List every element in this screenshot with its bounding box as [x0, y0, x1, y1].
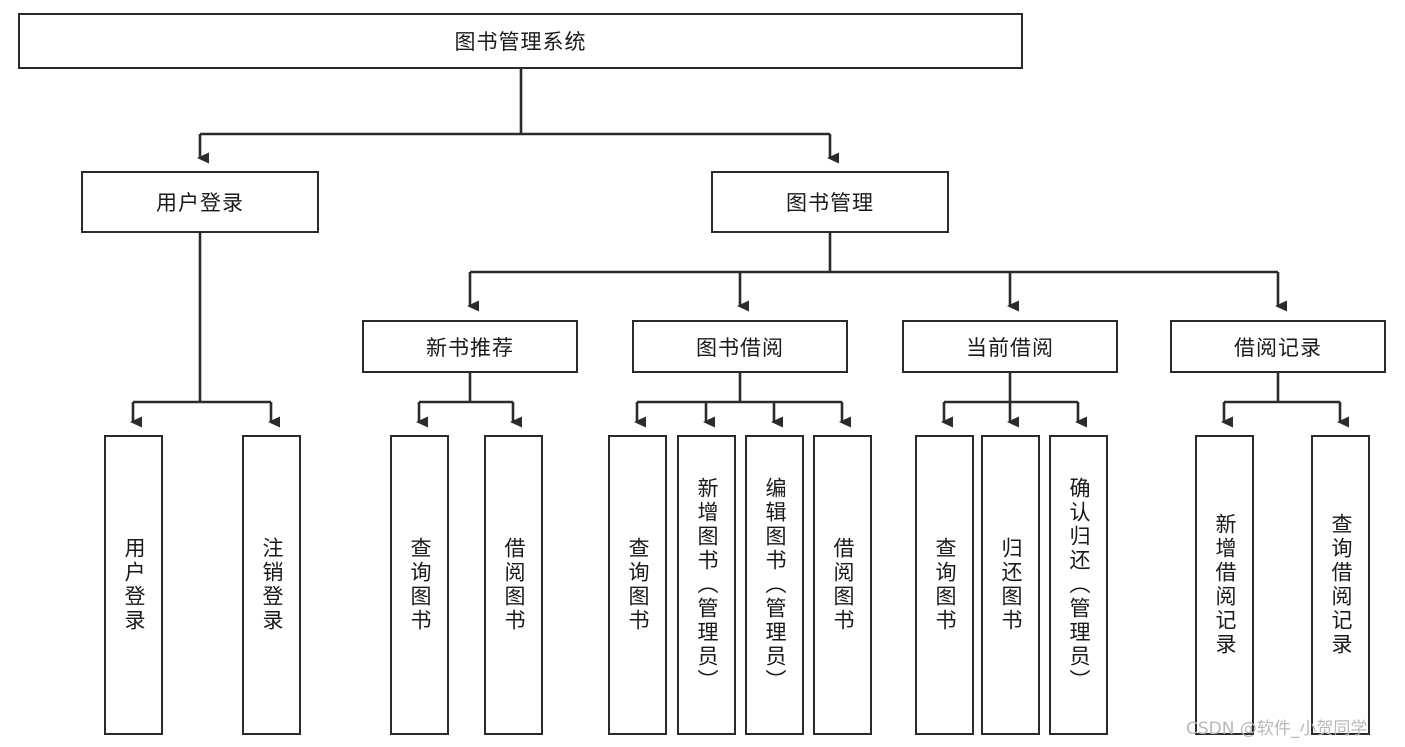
node-book-borrow[interactable]: 图书借阅	[632, 320, 848, 373]
node-label: 图书管理	[786, 191, 874, 215]
leaf-current-return-book[interactable]: 归还图书	[981, 435, 1040, 735]
leaf-record-query-record[interactable]: 查询借阅记录	[1311, 435, 1370, 735]
node-label: 新增图书（管理员）	[695, 477, 719, 693]
leaf-borrow-add-book-admin[interactable]: 新增图书（管理员）	[677, 435, 736, 735]
node-root-system[interactable]: 图书管理系统	[18, 13, 1023, 69]
leaf-recommend-borrow-book[interactable]: 借阅图书	[484, 435, 543, 735]
leaf-borrow-query-book[interactable]: 查询图书	[608, 435, 667, 735]
leaf-current-confirm-return-admin[interactable]: 确认归还（管理员）	[1049, 435, 1108, 735]
node-label: 借阅图书	[831, 537, 855, 633]
node-label: 查询借阅记录	[1329, 513, 1353, 657]
leaf-borrow-borrow-book[interactable]: 借阅图书	[813, 435, 872, 735]
node-label: 新增借阅记录	[1213, 513, 1237, 657]
leaf-record-add-record[interactable]: 新增借阅记录	[1195, 435, 1254, 735]
node-label: 归还图书	[999, 537, 1023, 633]
leaf-recommend-query-book[interactable]: 查询图书	[390, 435, 449, 735]
node-user-login[interactable]: 用户登录	[81, 171, 319, 233]
node-label: 确认归还（管理员）	[1067, 477, 1091, 693]
node-book-management[interactable]: 图书管理	[711, 171, 949, 233]
node-label: 查询图书	[933, 537, 957, 633]
node-label: 用户登录	[122, 537, 146, 633]
node-label: 查询图书	[626, 537, 650, 633]
leaf-user-login-login[interactable]: 用户登录	[104, 435, 163, 735]
node-current-borrow[interactable]: 当前借阅	[902, 320, 1118, 373]
leaf-current-query-book[interactable]: 查询图书	[915, 435, 974, 735]
node-label: 新书推荐	[426, 335, 514, 360]
node-label: 借阅记录	[1234, 335, 1322, 360]
node-label: 图书管理系统	[454, 30, 587, 54]
node-label: 当前借阅	[966, 335, 1054, 360]
node-label: 借阅图书	[502, 537, 526, 633]
leaf-borrow-edit-book-admin[interactable]: 编辑图书（管理员）	[745, 435, 804, 735]
node-label: 编辑图书（管理员）	[763, 477, 787, 693]
node-label: 注销登录	[260, 537, 284, 633]
watermark: CSDN @软件_小贺同学	[1186, 719, 1368, 739]
node-label: 查询图书	[408, 537, 432, 633]
node-borrow-record[interactable]: 借阅记录	[1170, 320, 1386, 373]
node-new-book-recommend[interactable]: 新书推荐	[362, 320, 578, 373]
leaf-user-login-logout[interactable]: 注销登录	[242, 435, 301, 735]
node-label: 图书借阅	[696, 335, 784, 360]
node-label: 用户登录	[156, 191, 244, 215]
